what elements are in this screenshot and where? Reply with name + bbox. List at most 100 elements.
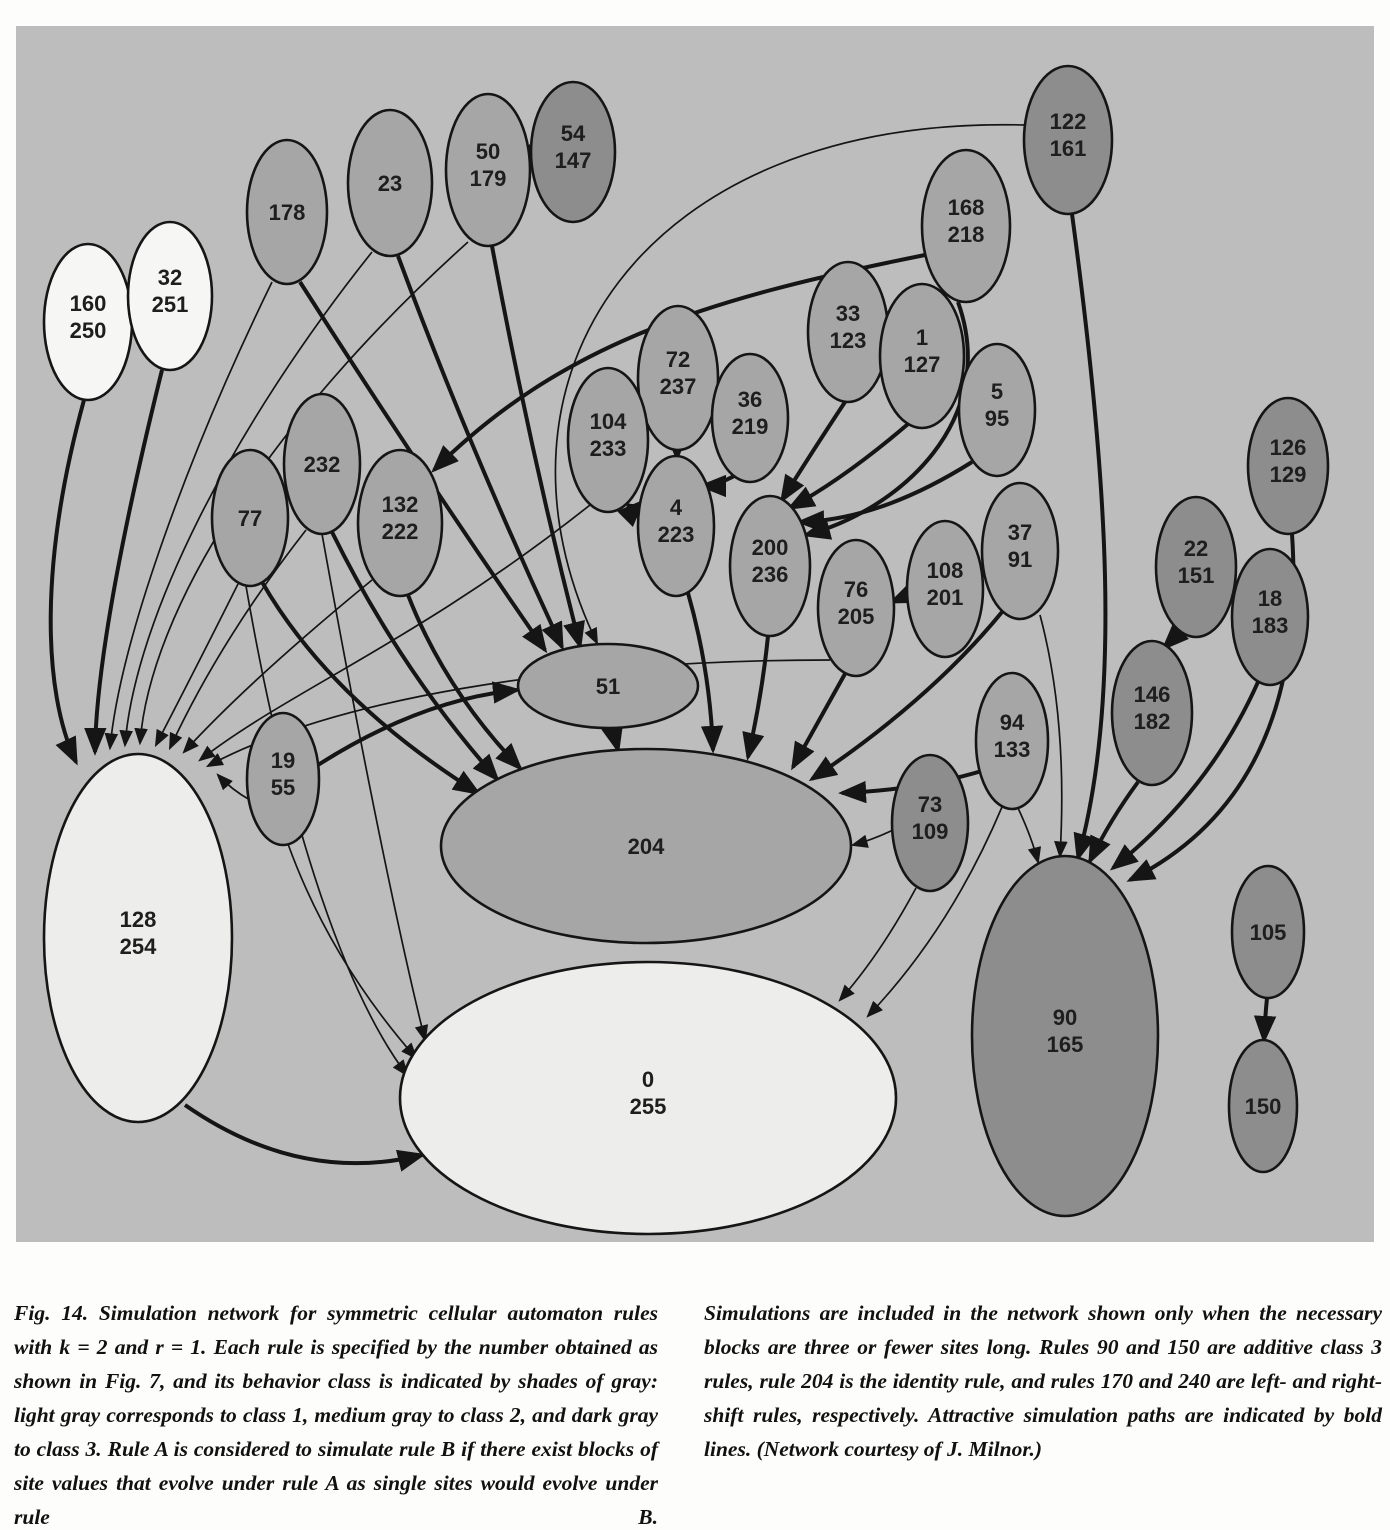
edge-77-to-204 bbox=[260, 581, 482, 796]
edge-168_218-to-200_236 bbox=[802, 301, 970, 540]
rule-node-150: 150 bbox=[1227, 1038, 1299, 1174]
rule-node-label-105: 105 bbox=[1250, 920, 1287, 945]
rule-node-ellipse-94_133 bbox=[974, 671, 1050, 811]
rule-node-ellipse-204 bbox=[439, 747, 853, 945]
rule-node-ellipse-51 bbox=[516, 642, 700, 730]
rule-node-23: 23 bbox=[346, 108, 434, 258]
rule-node-ellipse-128_254 bbox=[42, 752, 234, 1124]
rule-node-ellipse-90_165 bbox=[970, 854, 1160, 1218]
edge-23-to-128_254 bbox=[119, 251, 373, 748]
edge-104_233-to-128_254 bbox=[198, 504, 591, 762]
rule-node-51: 51 bbox=[516, 642, 700, 730]
edge-122_161-to-90_165 bbox=[1070, 213, 1108, 862]
rule-node-ellipse-232 bbox=[282, 392, 362, 536]
edge-146_182-to-90_165 bbox=[1088, 780, 1140, 865]
rule-node-label-23: 23 bbox=[378, 171, 402, 196]
rule-node-ellipse-77 bbox=[210, 448, 290, 588]
rule-node-105: 105 bbox=[1230, 864, 1306, 1000]
rule-node-label-77: 77 bbox=[238, 506, 262, 531]
figure-caption-right-column: Simulations are included in the network … bbox=[704, 1301, 1382, 1461]
edge-19_55-to-51 bbox=[316, 681, 521, 767]
rule-node-178: 178 bbox=[245, 138, 329, 286]
edge-73_109-to-0_255 bbox=[838, 887, 917, 1002]
rule-node-ellipse-73_109 bbox=[890, 753, 970, 893]
edge-19_55-to-128_254 bbox=[216, 773, 251, 801]
rule-node-label-232: 232 bbox=[304, 452, 341, 477]
edge-160_250-to-128_254 bbox=[48, 399, 86, 766]
rule-node-ellipse-36_219 bbox=[710, 352, 790, 484]
edge-18_183-to-90_165 bbox=[1109, 681, 1260, 871]
rule-node-ellipse-1_127 bbox=[878, 282, 966, 430]
rule-node-ellipse-108_201 bbox=[905, 519, 985, 659]
edge-37_91-to-90_165 bbox=[1039, 614, 1068, 859]
rule-node-ellipse-23 bbox=[346, 108, 434, 258]
rule-node-ellipse-19_55 bbox=[245, 711, 321, 847]
rule-node-ellipse-104_233 bbox=[566, 366, 650, 514]
edge-76_205-to-204 bbox=[791, 671, 848, 771]
rule-node-ellipse-76_205 bbox=[816, 538, 896, 678]
rule-node-232: 232 bbox=[282, 392, 362, 536]
rule-node-label-51: 51 bbox=[596, 674, 620, 699]
edge-1_127-to-200_236 bbox=[786, 422, 910, 510]
rule-node-ellipse-22_151 bbox=[1154, 495, 1238, 639]
edge-232-to-128_254 bbox=[168, 529, 307, 751]
rule-node-ellipse-4_223 bbox=[636, 454, 716, 598]
edge-232-to-0_255 bbox=[321, 533, 429, 1043]
figure-caption-left-column: Fig. 14. Simulation network for symmetri… bbox=[14, 1301, 658, 1529]
edge-51-to-204 bbox=[601, 723, 624, 754]
edge-132_222-to-204 bbox=[406, 594, 523, 771]
rule-node-ellipse-72_237 bbox=[636, 304, 720, 452]
rule-node-ellipse-178 bbox=[245, 138, 329, 286]
rule-node-ellipse-150 bbox=[1227, 1038, 1299, 1174]
edge-32_251-to-128_254 bbox=[84, 369, 164, 756]
edge-128_254-to-0_255 bbox=[183, 1103, 426, 1172]
edge-23-to-51 bbox=[396, 255, 564, 651]
rule-node-ellipse-5_95 bbox=[957, 342, 1037, 478]
edge-94_133-to-90_165 bbox=[1017, 807, 1042, 865]
rule-node-ellipse-105 bbox=[1230, 864, 1306, 1000]
edge-77-to-128_254 bbox=[154, 583, 239, 748]
edge-122_161-to-51 bbox=[554, 124, 1026, 646]
rule-node-ellipse-18_183 bbox=[1230, 547, 1310, 687]
